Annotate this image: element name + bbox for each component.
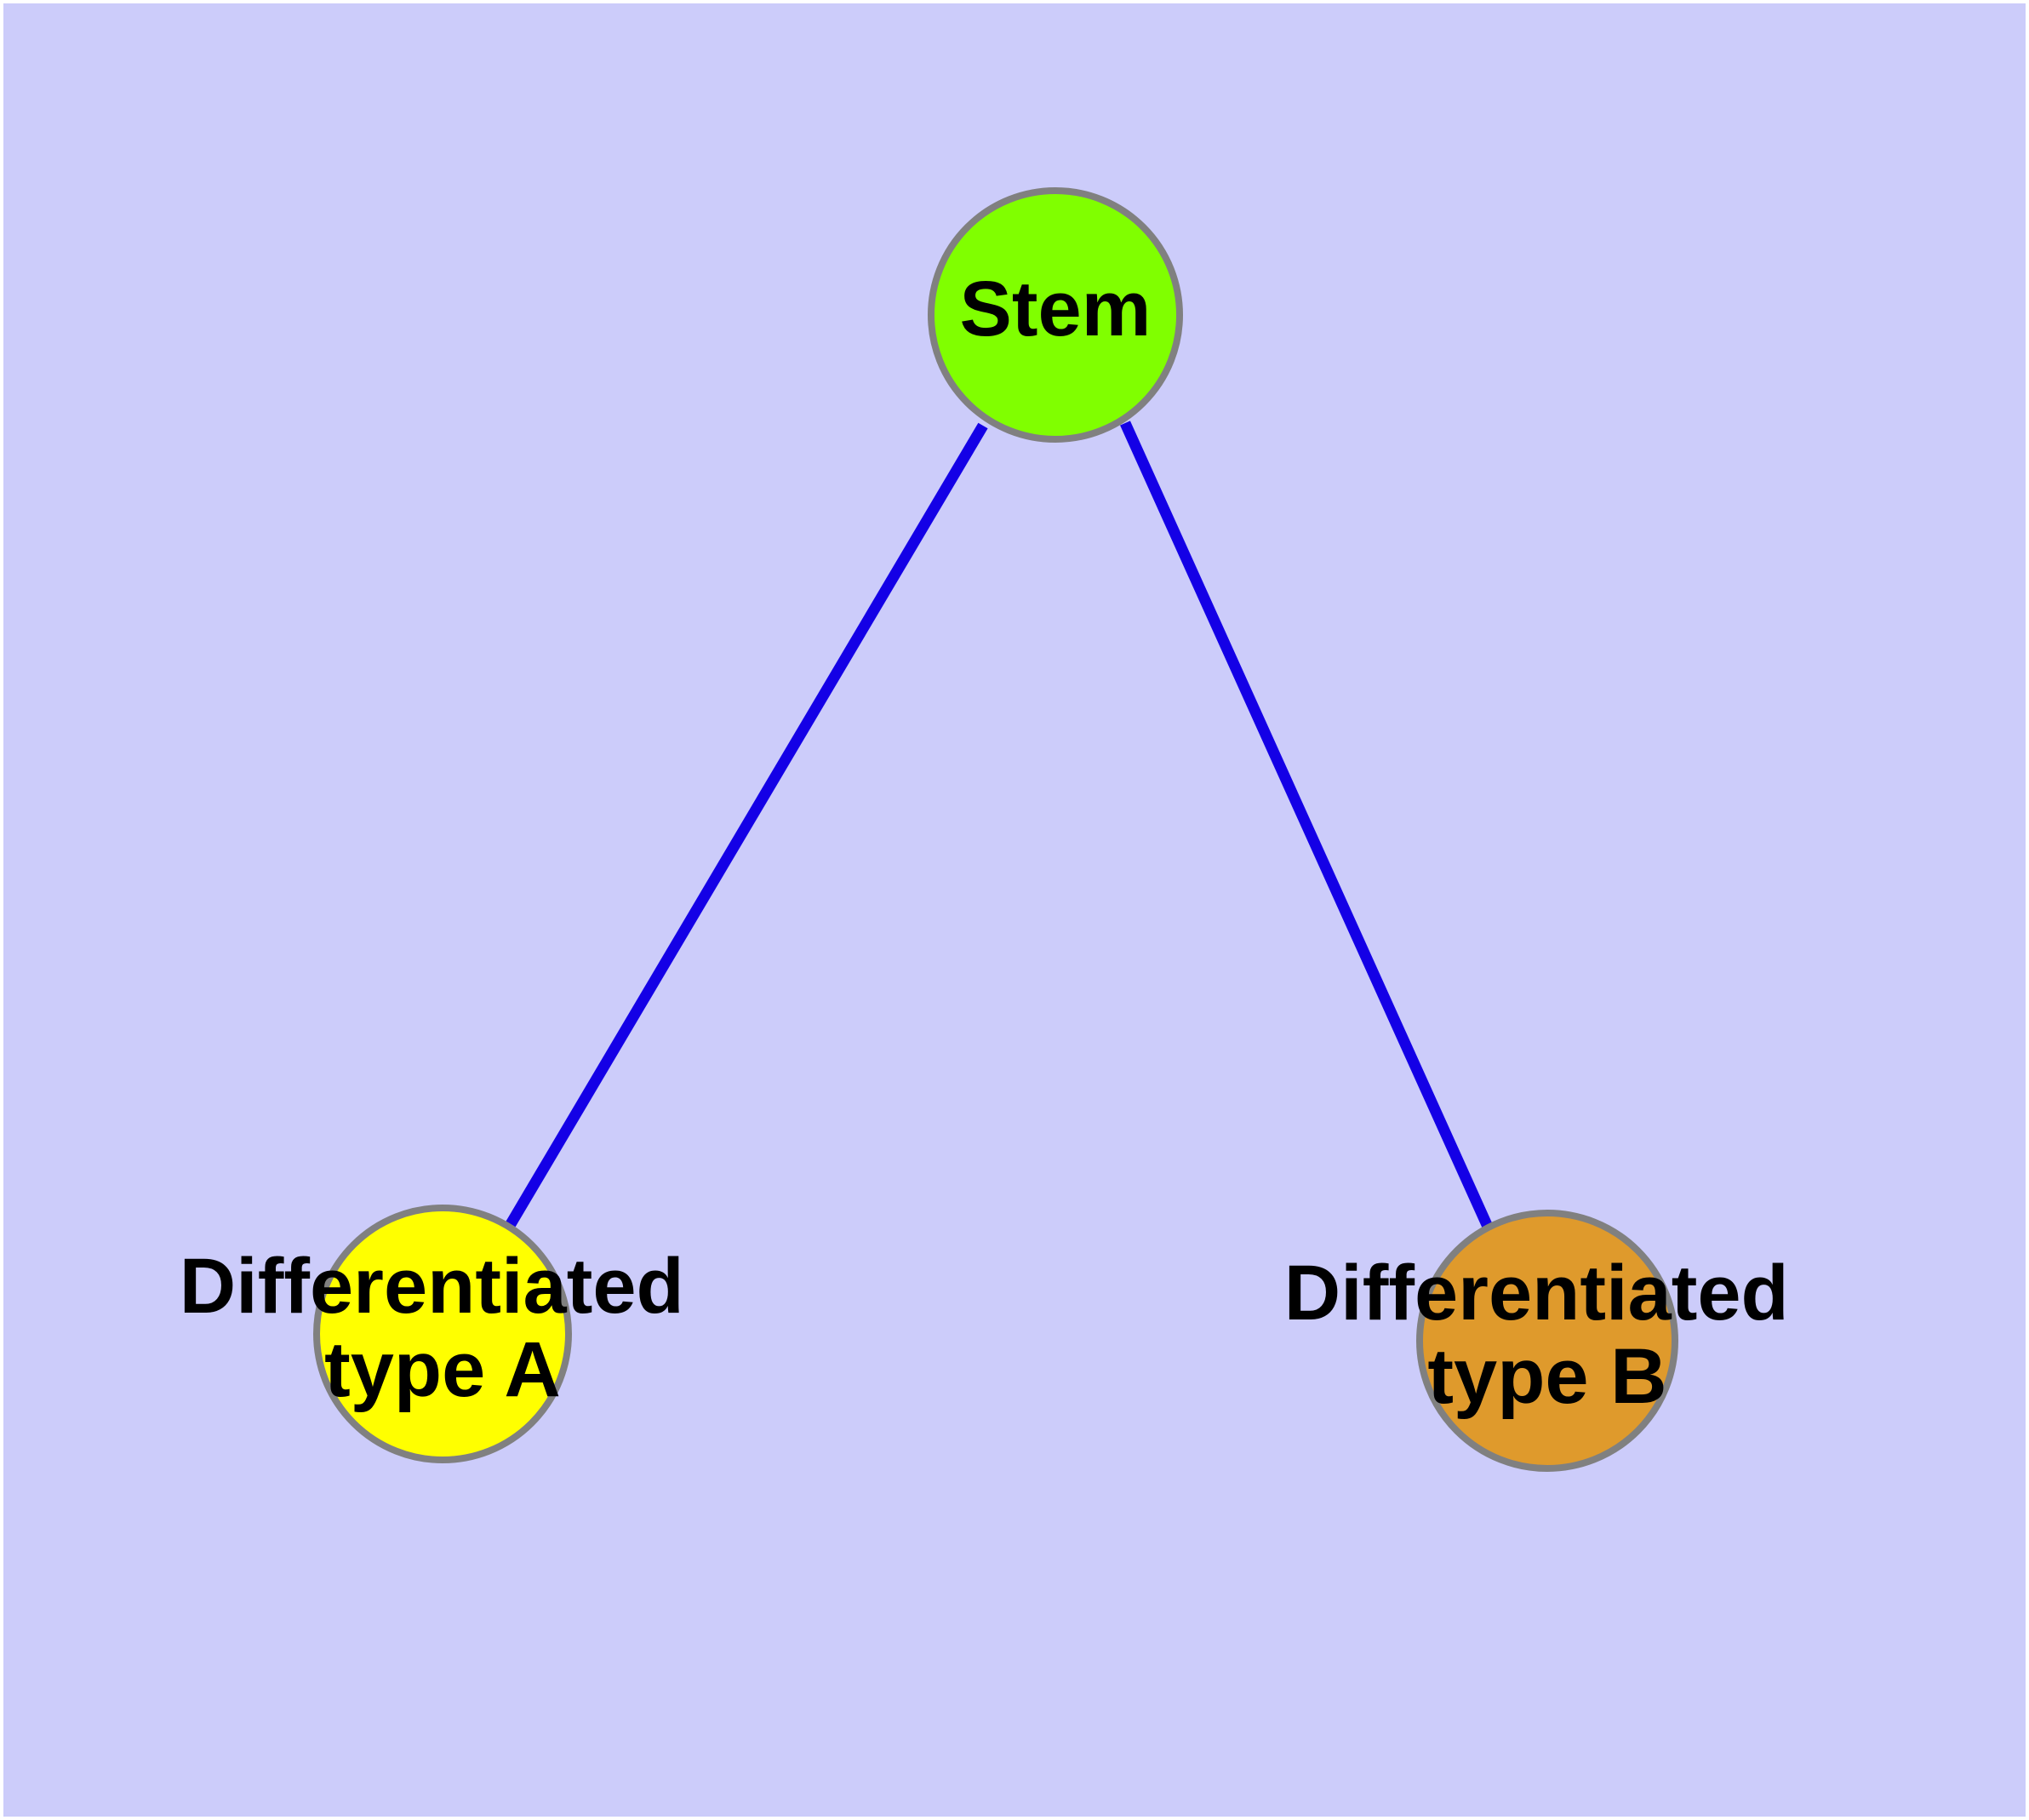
node-differentiated-type-a[interactable] (313, 1205, 572, 1463)
node-label-stem: Stem (960, 266, 1152, 352)
label-layer: Stem Differentiated type A Differentiate… (180, 266, 1811, 1420)
node-label-differentiated-type-b: Differentiated type B (1284, 1250, 1811, 1420)
node-layer (313, 187, 1678, 1472)
node-label-differentiated-type-a-line-1: Differentiated (180, 1243, 684, 1330)
node-label-differentiated-type-b-line-2: type B (1427, 1333, 1666, 1420)
node-label-differentiated-type-b-line-1: Differentiated (1284, 1250, 1789, 1336)
node-stem[interactable] (928, 187, 1183, 443)
edge-layer (506, 421, 1493, 1229)
edge-stem-to-differentiated-type-a[interactable] (506, 422, 988, 1228)
node-label-stem-line-1: Stem (960, 266, 1152, 352)
node-label-differentiated-type-a-line-2: type A (324, 1326, 561, 1413)
edge-stem-to-differentiated-type-b[interactable] (1120, 421, 1493, 1229)
node-differentiated-type-b[interactable] (1416, 1210, 1678, 1472)
node-label-differentiated-type-a: Differentiated type A (180, 1243, 706, 1413)
